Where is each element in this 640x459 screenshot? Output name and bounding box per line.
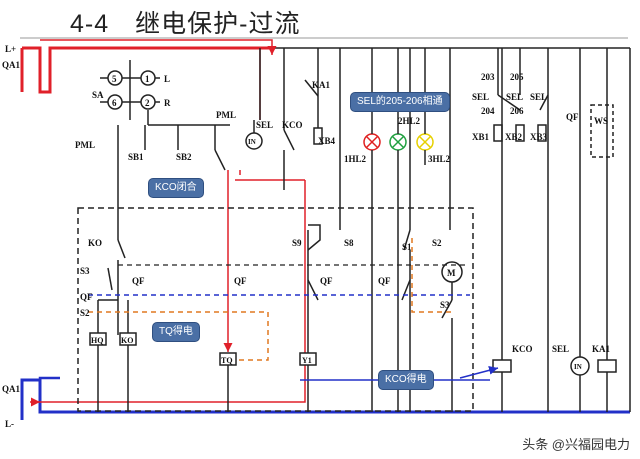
label-203: 203 [481,72,495,82]
label-qf-right: QF [566,112,579,122]
label-s2-left: S2 [80,308,90,318]
label-xb4: XB4 [318,136,336,146]
label-s1: S1 [402,242,412,252]
label-sel-c: SEL [530,92,547,102]
label-206: 206 [510,106,524,116]
label-tq: TQ [221,356,233,365]
callout-kco-energized: KCO得电 [378,370,434,390]
label-qf-mid: QF [234,276,247,286]
sa-meter-group [100,60,230,126]
label-xb3: XB3 [530,132,548,142]
label-s2-right: S2 [432,238,442,248]
negative-bus [20,376,630,420]
right-branch [401,48,631,412]
label-motor: M [447,268,456,278]
sel-xb-group [493,48,614,158]
top-relays [245,48,323,190]
label-204: 204 [481,106,495,116]
label-sel-bottom: SEL [552,344,569,354]
label-s3-left: S3 [80,266,90,276]
page-title: 4-4 继电保护-过流 [70,10,301,38]
breaker-mechanism-box [77,207,474,412]
labels: L+ L- QA1 QA1 5 1 6 2 L R SA PML PML SB1… [2,44,611,429]
callout-tq-energized: TQ得电 [152,322,200,342]
label-hq: HQ [91,336,103,345]
label-meter-5: 5 [112,74,117,84]
label-ko-coil: KO [121,336,133,345]
label-qf-right2: QF [378,276,391,286]
label-qf-k: QF [132,276,145,286]
label-meter-1: 1 [145,74,150,84]
label-sb2: SB2 [176,152,192,162]
label-sel-top: SEL [256,120,273,130]
label-pml-right: PML [216,110,236,120]
label-pml-left: PML [75,140,95,150]
label-1hl2: 1HL2 [344,154,367,164]
label-positive: L+ [5,44,16,54]
label-205: 205 [510,72,524,82]
label-sel-a: SEL [472,92,489,102]
label-qa1-top: QA1 [2,60,21,70]
label-in-top: IN [248,138,256,146]
label-meter-6: 6 [112,98,117,108]
label-s3-right: S3 [440,300,450,310]
label-sb1: SB1 [128,152,144,162]
label-xb1: XB1 [472,132,490,142]
label-meter-2: 2 [145,98,150,108]
label-phase-l: L [164,74,170,84]
positive-bus [20,46,630,94]
label-s9: S9 [292,238,302,248]
label-ka1-top: KA1 [312,80,331,90]
label-kco-top: KCO [282,120,303,130]
label-ko: KO [88,238,102,248]
label-y1: Y1 [302,356,312,365]
label-xb2: XB2 [505,132,523,142]
label-in-bottom: IN [574,363,582,371]
label-sel-b: SEL [506,92,523,102]
label-qa1-bottom: QA1 [2,384,21,394]
label-ka1-bottom: KA1 [592,344,611,354]
label-s8: S8 [344,238,354,248]
label-sa: SA [92,90,104,100]
left-branch [89,125,226,412]
label-qf-y1: QF [320,276,333,286]
label-3hl2: 3HL2 [428,154,451,164]
coils [219,48,341,412]
label-ws: WS [594,116,608,126]
label-2hl2: 2HL2 [398,116,421,126]
indicator-lamps [363,48,434,412]
label-phase-r: R [164,98,171,108]
label-kco-bottom: KCO [512,344,533,354]
watermark: 头条 @兴福园电力 [522,437,630,452]
callout-sel-pass: SEL的205-206相通 [350,92,450,112]
callout-kco-close: KCO闭合 [148,178,204,198]
label-qf-left: QF [80,292,93,302]
label-negative: L- [5,419,14,429]
